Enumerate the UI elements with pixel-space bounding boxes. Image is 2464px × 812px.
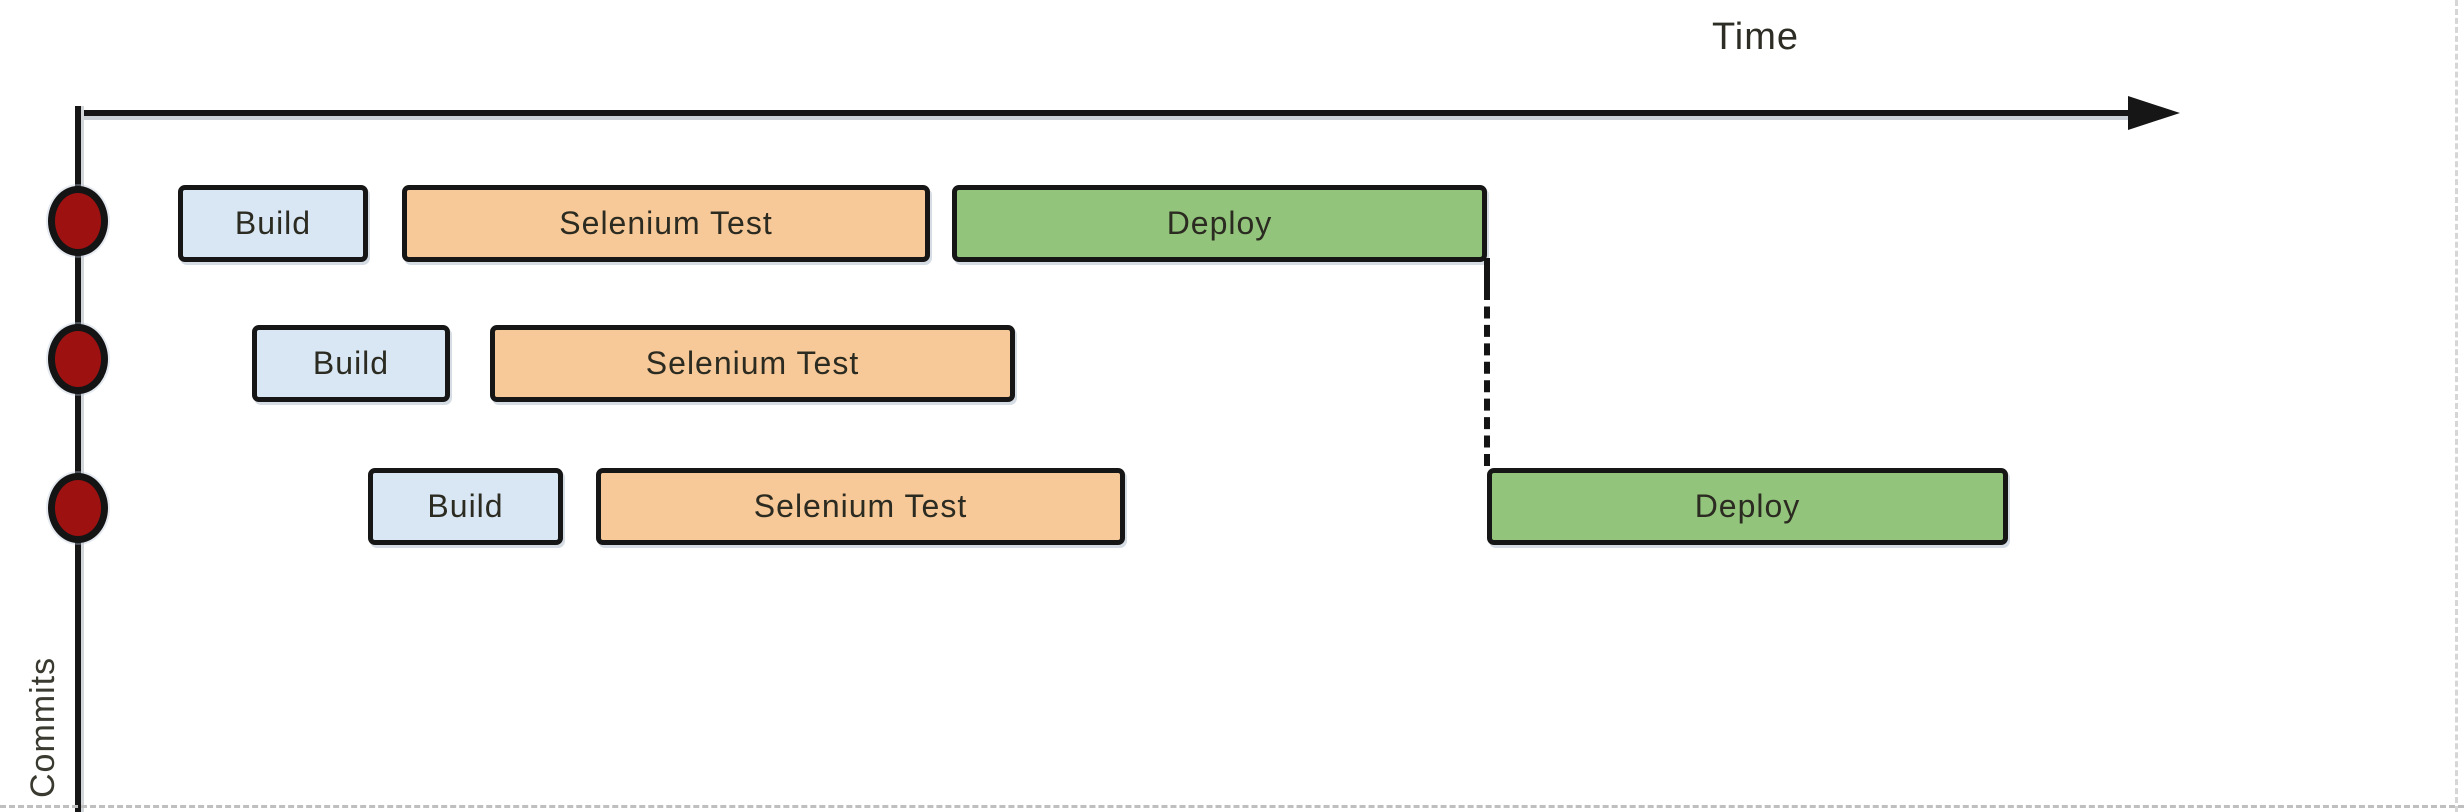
time-axis-arrow-icon [2128, 96, 2180, 130]
stage-test-box: Selenium Test [402, 185, 930, 262]
stage-label: Selenium Test [559, 205, 773, 241]
stage-test-box: Selenium Test [596, 468, 1125, 545]
deploy-connector-stub [1484, 258, 1490, 288]
bottom-edge-line [0, 805, 2464, 808]
right-edge-line [2455, 0, 2458, 812]
stage-label: Deploy [1694, 488, 1801, 524]
stage-build-box: Build [178, 185, 368, 262]
stage-test-box: Selenium Test [490, 325, 1015, 402]
stage-build-box: Build [252, 325, 450, 402]
stage-label: Build [234, 205, 312, 241]
time-axis-line [75, 110, 2135, 116]
commit-dot [48, 473, 108, 543]
stage-label: Build [312, 345, 390, 381]
commit-dot [48, 186, 108, 256]
stage-deploy-box: Deploy [952, 185, 1487, 262]
commit-dot [48, 324, 108, 394]
time-axis-label: Time [1712, 16, 1800, 58]
stage-deploy-box: Deploy [1487, 468, 2008, 545]
stage-label: Build [427, 488, 504, 524]
commits-axis-line [75, 106, 81, 812]
stage-label: Selenium Test [645, 345, 860, 381]
stage-build-box: Build [368, 468, 563, 545]
deploy-connector-dashed-line [1484, 288, 1490, 466]
commits-axis-label: Commits [24, 656, 62, 798]
stage-label: Deploy [1166, 205, 1273, 241]
stage-label: Selenium Test [753, 488, 968, 524]
